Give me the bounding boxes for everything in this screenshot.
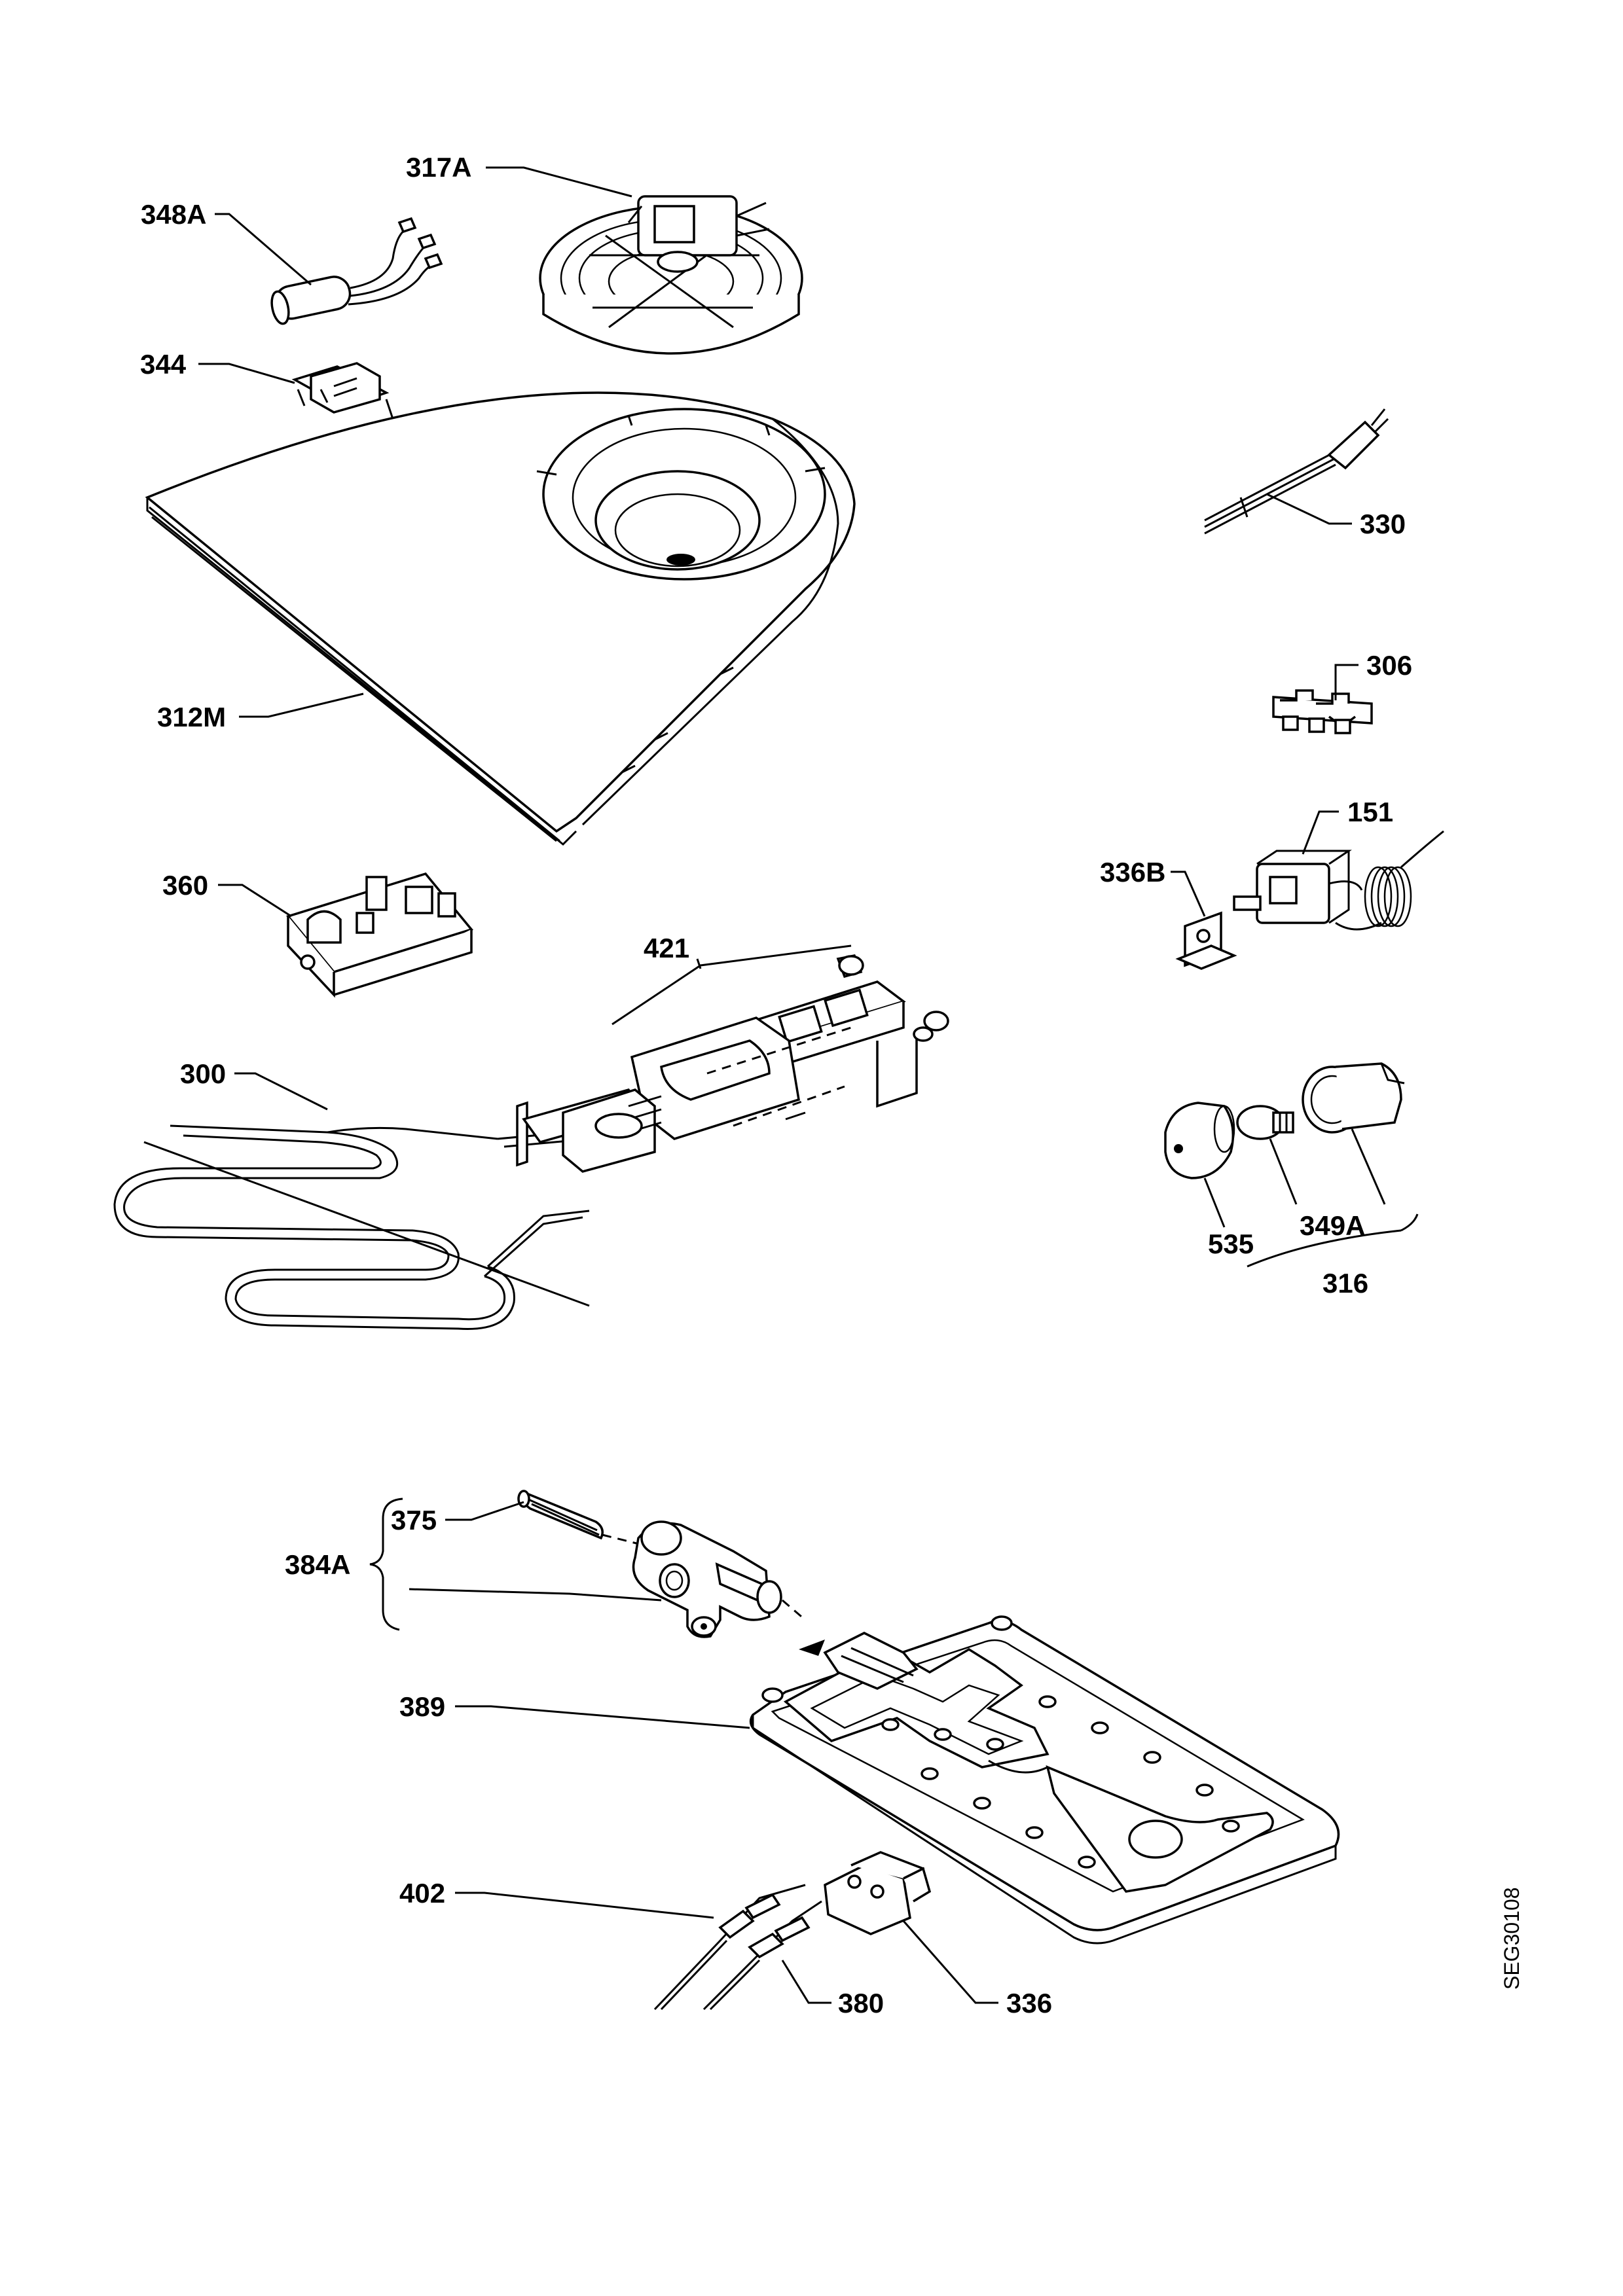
part-330-mains-lead (1204, 408, 1389, 535)
leader-402 (455, 1892, 714, 1919)
label-380: 380 (838, 1988, 884, 2018)
part-336B-bracket (1175, 911, 1237, 970)
label-316: 316 (1322, 1268, 1368, 1299)
part-336-bracket (824, 1851, 932, 1935)
label-402: 402 (399, 1878, 445, 1909)
leader-389 (455, 1705, 750, 1729)
label-306: 306 (1366, 650, 1412, 681)
leader-421 (696, 958, 702, 969)
leader-312M (239, 692, 364, 718)
label-151: 151 (1347, 797, 1393, 827)
leader-336 (902, 1920, 998, 2004)
part-380-spark-electrode (702, 1900, 822, 2011)
leader-317A (486, 166, 632, 198)
leader-330 (1266, 493, 1352, 525)
leader-375 (445, 1501, 524, 1521)
part-lamp-holder (1302, 1062, 1405, 1134)
label-375: 375 (391, 1505, 437, 1535)
label-535: 535 (1208, 1229, 1254, 1259)
label-421: 421 (644, 933, 689, 963)
leader-336B (1171, 870, 1206, 917)
label-336B: 336B (1100, 857, 1165, 888)
label-344: 344 (140, 349, 187, 380)
label-336: 336 (1006, 1988, 1052, 2018)
leader-151 (1302, 810, 1339, 855)
part-344-relay (291, 362, 394, 420)
part-300-grill-element (113, 1088, 662, 1330)
label-349A: 349A (1300, 1210, 1365, 1241)
label-312M: 312M (157, 702, 226, 732)
leader-300 (234, 1072, 328, 1111)
leader-348A (215, 213, 312, 286)
leader-384A-burner (409, 1588, 662, 1602)
part-535-lamp-cover (1164, 1102, 1235, 1179)
leader-360 (218, 884, 292, 918)
part-312M-fan-cover (145, 391, 856, 846)
label-360: 360 (162, 870, 208, 901)
leader-380 (781, 1960, 831, 2004)
part-360-module (285, 872, 474, 998)
part-316-lamp-assembly (1164, 1062, 1419, 1268)
leader-306 (1334, 664, 1359, 700)
label-348A: 348A (141, 199, 206, 230)
leader-344 (198, 363, 295, 384)
label-317A: 317A (406, 152, 471, 183)
label-330: 330 (1360, 509, 1406, 539)
label-384A: 384A (285, 1549, 350, 1580)
part-402-thermocouple (653, 1884, 806, 2011)
label-389: 389 (399, 1691, 445, 1722)
part-421-terminal-block (611, 944, 949, 1140)
part-348A-capacitor (270, 217, 443, 325)
bracket-384A (369, 1498, 403, 1631)
part-349A-bulb (1236, 1105, 1294, 1140)
leader-lines (198, 166, 1359, 2004)
part-375-injector (517, 1490, 642, 1546)
callout-labels: 317A 348A 344 330 306 312M 151 336B 360 … (140, 152, 1523, 2018)
label-300: 300 (180, 1058, 226, 1089)
part-151-thermostat (1233, 830, 1444, 931)
part-384A-burner (632, 1520, 806, 1638)
part-389-burner-plate (749, 1615, 1340, 1945)
part-306-terminal-block (1272, 689, 1373, 734)
part-317A-fan-motor (539, 195, 803, 355)
drawing-code: SEG30108 (1500, 1887, 1523, 1990)
